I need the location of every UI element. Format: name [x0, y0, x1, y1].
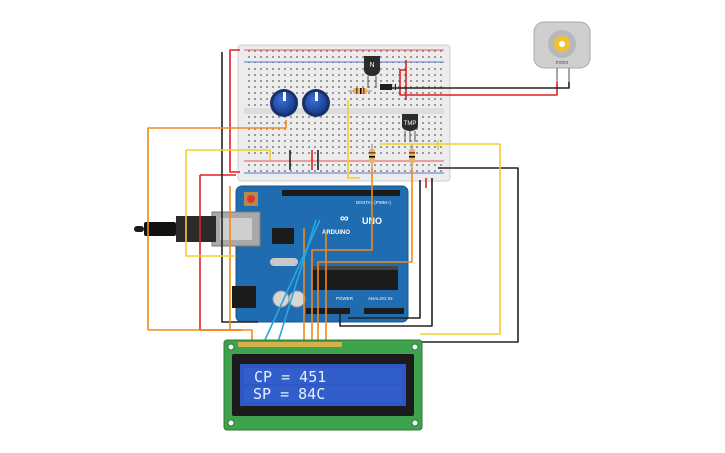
diode	[380, 84, 396, 90]
resistor-1	[348, 88, 372, 94]
power-header-label: POWER	[336, 296, 354, 301]
usb-cable	[134, 216, 216, 242]
transistor-label: N	[369, 62, 374, 69]
wires	[147, 49, 570, 343]
svg-text:∞: ∞	[340, 211, 349, 225]
transistor: N	[364, 56, 380, 88]
resistor-3	[409, 144, 415, 168]
temp-sensor-label: TMP	[404, 121, 417, 127]
motor-label: motor	[556, 60, 569, 66]
dc-motor: motor	[533, 21, 591, 82]
breadboard	[237, 44, 451, 182]
lcd-line-2: SP = 84C	[253, 385, 325, 403]
analog-header-label: ANALOG IN	[368, 296, 393, 301]
temperature-sensor: TMP	[402, 114, 418, 142]
digital-header-label: DIGITAL (PWM~)	[356, 200, 391, 205]
lcd-line-1: CP = 451	[245, 368, 326, 386]
lcd-module: CP = 451 SP = 84C	[223, 339, 423, 431]
potentiometer-1	[270, 89, 298, 117]
resistor-2	[369, 144, 375, 168]
arduino-brand: ARDUINO	[322, 230, 350, 236]
arduino-uno-board: ∞ ARDUINO UNO DIGITAL (PWM~) POWER ANALO…	[211, 185, 409, 323]
potentiometer-2	[302, 89, 330, 117]
